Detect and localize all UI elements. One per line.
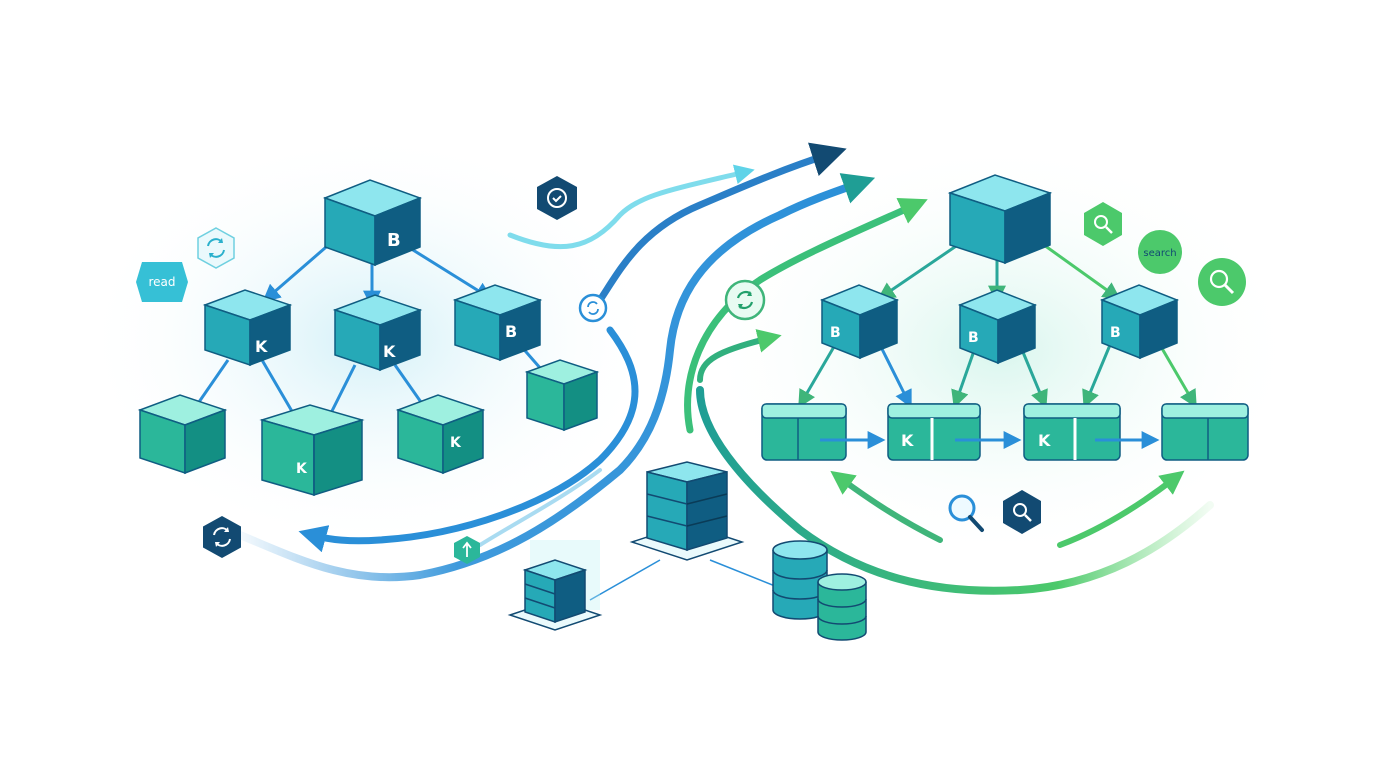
- stream-lower-blue: [478, 468, 602, 547]
- flow-streams: [236, 142, 1214, 595]
- right-root-node: [947, 174, 1053, 265]
- left-leaf-label-2: K: [296, 461, 308, 477]
- right-l1-node-3: B: [1099, 284, 1180, 360]
- sync-icon: [197, 227, 235, 269]
- left-leaf-1: [137, 394, 228, 475]
- stream-green-up: [684, 198, 928, 434]
- read-badge-label: read: [148, 275, 175, 289]
- search-badge: search: [1138, 230, 1182, 274]
- right-tree-edges: [798, 233, 1197, 409]
- stream-return-right: [1057, 470, 1185, 548]
- server-link-1: [589, 559, 661, 601]
- main-server-icon: [629, 461, 745, 561]
- stream-blue-loop: [236, 173, 876, 582]
- left-l1-label-2: K: [383, 342, 396, 361]
- magnifier-icon: [948, 494, 984, 532]
- magnifier-hex-icon: [1084, 202, 1122, 246]
- left-l1-label-3: B: [505, 322, 517, 341]
- right-leaf-row: K K: [761, 403, 1249, 461]
- left-root-label: B: [387, 230, 401, 251]
- read-badge: read: [136, 262, 188, 302]
- stream-blue-return: [298, 326, 639, 553]
- right-l1-label-3: B: [1110, 325, 1121, 341]
- search-badge-label: search: [1143, 248, 1176, 259]
- right-l1-label-2: B: [968, 330, 979, 346]
- right-leaf-label-3: K: [1038, 431, 1051, 450]
- left-l1-node-3: B: [452, 284, 543, 362]
- magnifier-circle-icon: [1198, 258, 1246, 306]
- right-l1-node-2: B: [957, 289, 1038, 365]
- left-l1-node-2: K: [332, 294, 423, 372]
- up-arrow-icon: [454, 536, 480, 564]
- stream-teal-up: [697, 329, 782, 383]
- right-l1-node-1: B: [819, 284, 900, 360]
- left-leaf-label-3: K: [450, 435, 462, 451]
- right-leaf-4: [1161, 403, 1249, 461]
- left-tree: B K K B: [137, 179, 600, 497]
- left-leaf-2: K: [259, 404, 365, 497]
- sync-icon-bottom: [203, 516, 241, 558]
- left-leaf-4: [524, 359, 600, 432]
- right-leaf-1: [761, 403, 847, 461]
- left-leaf-3: K: [395, 394, 486, 475]
- left-l1-node-1: K: [202, 289, 293, 367]
- database-icon-2: [817, 573, 867, 641]
- right-leaf-2: K: [887, 403, 981, 461]
- stream-top-light: [507, 164, 755, 250]
- sync-green-icon: [724, 279, 766, 321]
- magnifier-dark-hex-icon: [1003, 490, 1041, 534]
- secondary-server-icon: [507, 559, 603, 631]
- right-tree: B B B K: [761, 174, 1249, 461]
- sync-node-icon: [578, 293, 608, 323]
- right-l1-label-1: B: [830, 325, 841, 341]
- left-l1-label-1: K: [255, 337, 268, 356]
- storage-cluster: [507, 461, 867, 641]
- left-root-node: B: [322, 179, 423, 267]
- stream-green-loop: [696, 386, 1214, 595]
- stream-return-left: [830, 470, 943, 543]
- sync-check-icon: [537, 176, 577, 220]
- right-leaf-3: K: [1023, 403, 1121, 461]
- right-leaf-label-2: K: [901, 431, 914, 450]
- stream-top-dark: [596, 142, 847, 304]
